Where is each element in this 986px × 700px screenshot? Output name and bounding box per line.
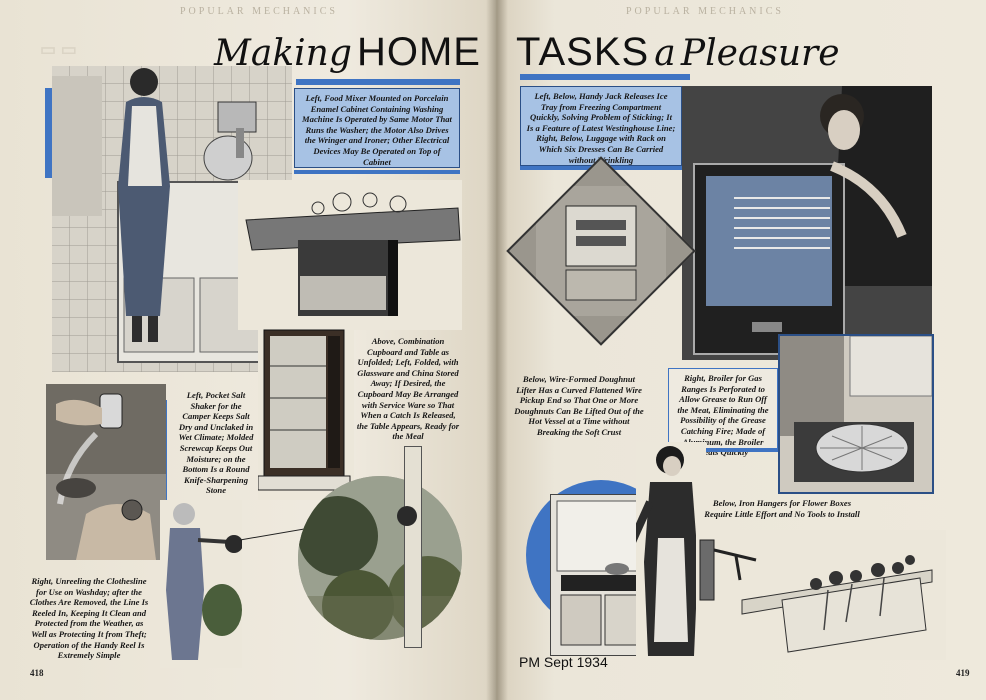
cook-woman-photo — [636, 442, 706, 658]
folded-cupboard-photo — [258, 326, 354, 500]
title-rule-left — [296, 79, 460, 85]
left-page: POPULAR MECHANICS ▭ ▭ Making HOME — [0, 0, 496, 700]
title-tasks: TASKS — [516, 30, 650, 74]
page-number-right: 419 — [956, 668, 970, 678]
title-a: a — [654, 33, 676, 74]
title-rule-right — [520, 74, 690, 80]
ice-tray-photo — [506, 156, 696, 346]
title-home: HOME — [356, 30, 481, 74]
broiler-photo — [778, 334, 934, 494]
source-tag: PM Sept 1934 — [519, 654, 608, 670]
clothesline-post — [404, 446, 422, 648]
bleed-through-text: ▭ ▭ — [40, 40, 77, 59]
caption-salt-shaker: Left, Pocket Salt Shaker for the Camper … — [178, 390, 254, 496]
title-right-part: TASKS a Pleasure — [516, 30, 840, 75]
caption-clothesline: Right, Unreeling the Clothesline for Use… — [29, 576, 149, 661]
clothesline-reel-photo — [298, 476, 462, 640]
caption-doughnut: Below, Wire-Formed Doughnut Lifter Has a… — [514, 374, 644, 437]
caption-hangers: Below, Iron Hangers for Flower Boxes Req… — [704, 498, 860, 519]
right-page: POPULAR MECHANICS TASKS a Pleasure Left,… — [496, 0, 986, 700]
caption-ice-tray: Left, Below, Handy Jack Releases Ice Tra… — [520, 86, 682, 166]
clothesline-woman-photo — [160, 500, 242, 668]
blue-accent-bar — [45, 88, 55, 178]
page-number-left: 418 — [30, 668, 44, 678]
running-head-right: POPULAR MECHANICS — [626, 6, 784, 17]
luggage-rack-photo — [682, 86, 932, 360]
title-pleasure: Pleasure — [680, 33, 840, 74]
caption-rule — [294, 170, 460, 174]
folding-table-photo — [238, 180, 462, 330]
book-gutter — [486, 0, 508, 700]
flower-box-hangers-photo — [696, 530, 946, 660]
running-head-left: POPULAR MECHANICS — [180, 6, 338, 17]
caption-broiler: Right, Broiler for Gas Ranges Is Perfora… — [668, 368, 778, 457]
caption-food-mixer: Left, Food Mixer Mounted on Porcelain En… — [294, 88, 460, 168]
salt-shaker-photo — [46, 384, 166, 560]
caption-rule — [668, 448, 778, 452]
caption-cupboard: Above, Combination Cupboard and Table as… — [356, 336, 460, 442]
clothesline-reel — [397, 506, 417, 526]
